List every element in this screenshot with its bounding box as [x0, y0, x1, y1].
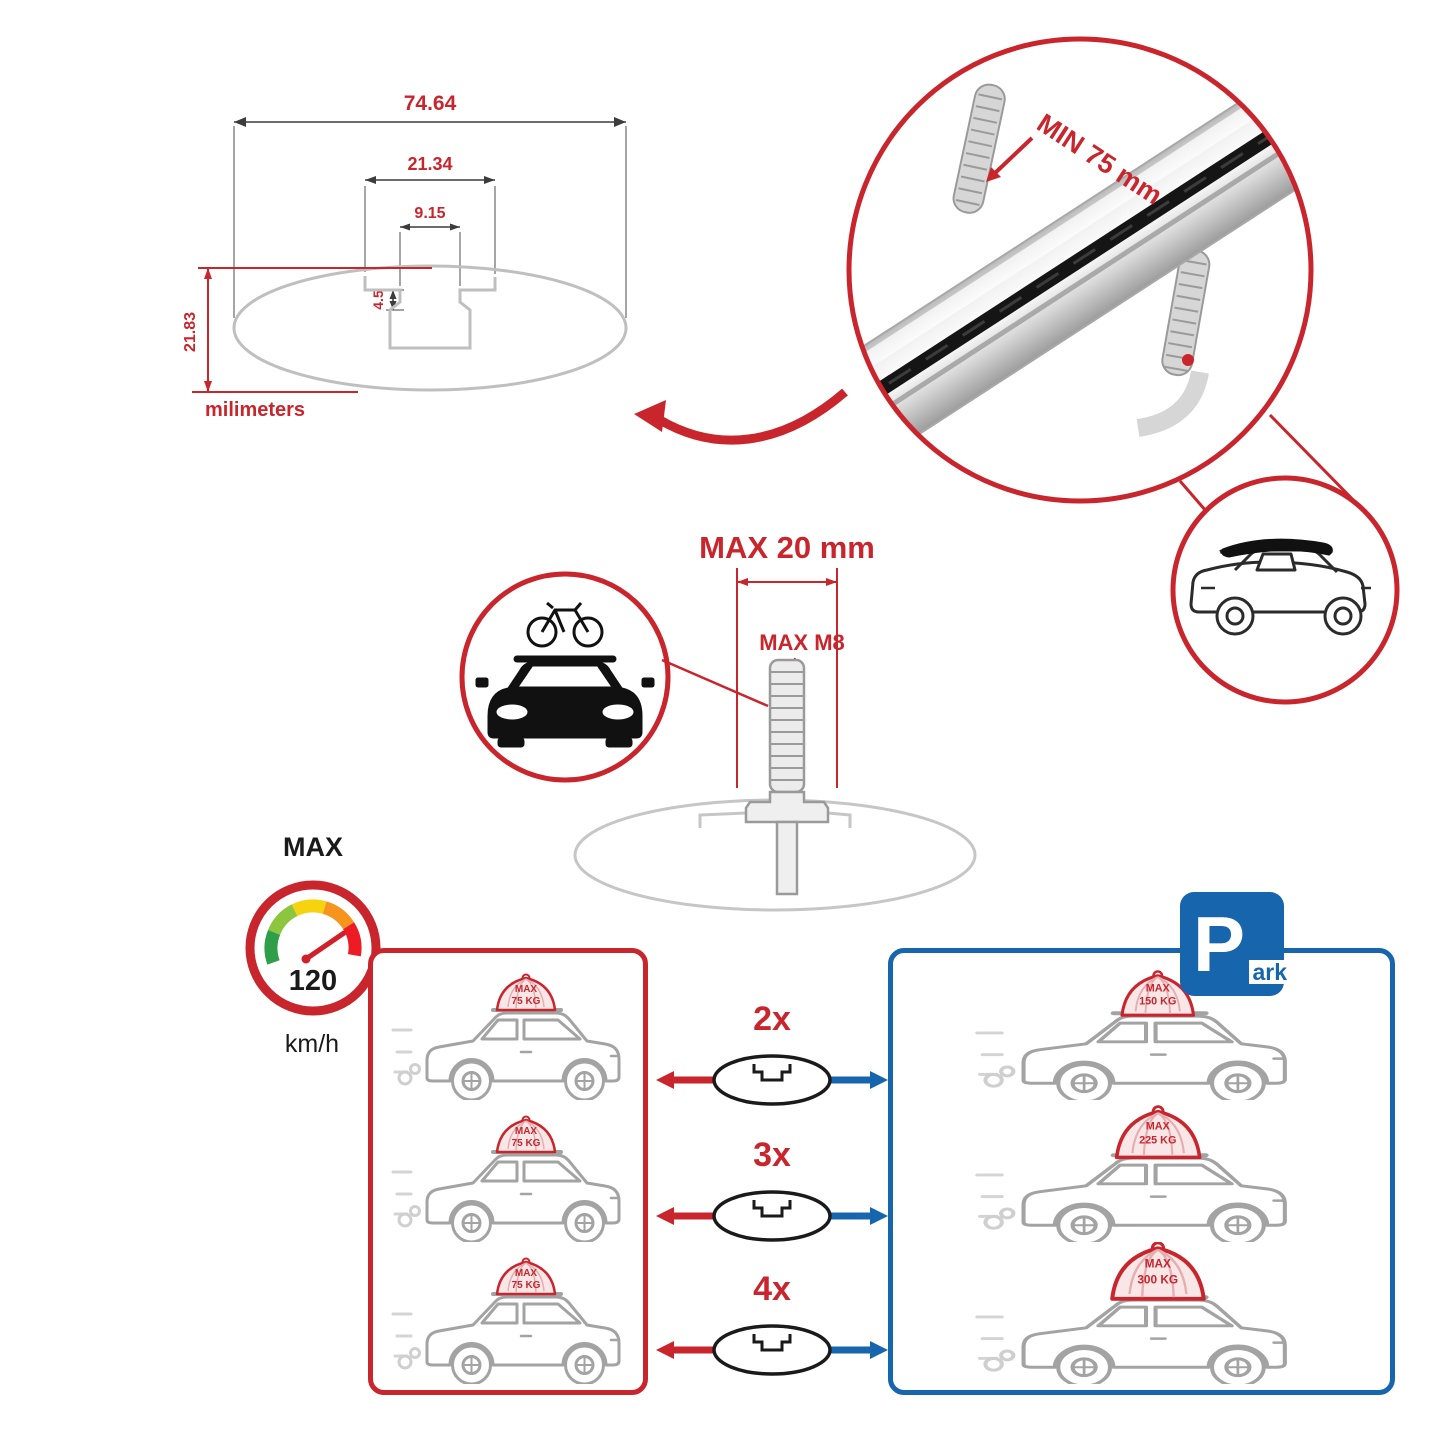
cargo-load-label: 150 KG — [1139, 995, 1176, 1007]
crossbar-detail-circle: MIN 75 mm — [846, 36, 1314, 504]
right-arrowhead — [870, 1341, 888, 1359]
speed-max-label: MAX — [283, 832, 343, 862]
bolt-diagram: MAX 20 mm MAX M8 — [459, 530, 977, 912]
max-length-dim-lines — [736, 568, 838, 788]
speed-unit-label: km/h — [284, 1030, 340, 1058]
crossbar-illustration: MIN 75 mm — [849, 47, 1311, 484]
dim-total-width-label: 74.64 — [404, 92, 457, 115]
park-sign-ark: ark — [1249, 960, 1290, 984]
cargo-max-label: MAX — [515, 1268, 538, 1279]
suv-roofbox-circle — [1170, 475, 1400, 705]
right-capacity-panel: MAX 150 KG MAX 225 KG MAX 300 KG — [888, 948, 1395, 1395]
left-arrowhead — [656, 1207, 674, 1225]
cargo-max-label: MAX — [1146, 983, 1171, 995]
car-row: MAX 75 KG — [391, 973, 621, 1100]
right-arrowhead — [870, 1071, 888, 1089]
threaded-bolt — [744, 658, 830, 896]
left-arrowhead — [656, 1341, 674, 1359]
car-front-with-bike-icon — [475, 601, 655, 748]
zoom-arrow-curve — [657, 388, 848, 445]
left-arrowhead — [656, 1071, 674, 1089]
max-thread-label: MAX M8 — [759, 630, 845, 655]
unit-label: milimeters — [205, 399, 305, 421]
speedometer: 120 — [245, 880, 381, 1016]
park-sign: P ark — [1180, 892, 1290, 996]
car-row: MAX 150 KG — [905, 969, 1375, 1100]
car-row: MAX 225 KG — [905, 1104, 1375, 1242]
multiplier-row-3x: 3x — [656, 1136, 888, 1242]
park-sign-p: P — [1192, 900, 1246, 988]
crossbar-profile-outline — [232, 264, 628, 392]
min-clamp-arrowhead — [986, 167, 1001, 182]
speedometer-arc — [264, 899, 362, 965]
bike-circle-leader-line — [661, 658, 769, 708]
cargo-load-label: 75 KG — [512, 1138, 541, 1149]
multiplier-label: 3x — [753, 1136, 791, 1174]
clamp-rod-rear — [952, 83, 1006, 214]
cargo-max-label: MAX — [515, 984, 538, 995]
speedometer-needle — [303, 930, 347, 962]
cargo-load-label: 225 KG — [1139, 1134, 1176, 1146]
dim-lip-depth-label: 4.5 — [370, 290, 386, 310]
car-row: MAX 300 KG — [905, 1242, 1375, 1384]
dimension-extension-lines — [233, 126, 627, 318]
multiplier-label: 4x — [753, 1270, 791, 1308]
dim-outer-channel-label: 21.34 — [407, 154, 452, 174]
cargo-load-label: 300 KG — [1137, 1272, 1178, 1286]
multiplier-row-4x: 4x — [656, 1270, 888, 1376]
cargo-max-label: MAX — [1145, 1257, 1171, 1271]
cargo-max-label: MAX — [1146, 1121, 1171, 1133]
min-clamp-arrow-line — [992, 136, 1034, 176]
t-slot-channel-outline — [363, 276, 497, 350]
cargo-load-label: 75 KG — [512, 1280, 541, 1291]
aluminium-bar — [849, 47, 1311, 484]
dim-height-lines — [192, 267, 432, 393]
clamp-rod-front — [1161, 249, 1211, 377]
bike-car-circle — [459, 571, 769, 783]
right-arrowhead — [870, 1207, 888, 1225]
multiplier-label: 2x — [753, 1000, 791, 1038]
car-row: MAX 75 KG — [391, 1115, 621, 1242]
profile-channel-ghost — [698, 811, 852, 828]
suv-roofbox-illustration — [1189, 538, 1371, 636]
car-row: MAX 75 KG — [391, 1257, 621, 1384]
clamp-hook — [1136, 370, 1209, 437]
cargo-load-label: 75 KG — [512, 996, 541, 1007]
dim-inner-channel-label: 9.15 — [414, 205, 445, 222]
multiplier-row-2x: 2x — [656, 1000, 888, 1106]
profile-dimension-diagram: 74.64 21.34 9.15 4.5 21.83 milimeters — [182, 92, 628, 421]
cargo-max-label: MAX — [515, 1126, 538, 1137]
speed-value: 120 — [289, 965, 337, 997]
detail-circle-ring — [846, 36, 1314, 504]
left-capacity-panel: MAX 75 KG MAX 75 KG MAX 75 KG — [368, 948, 648, 1395]
dim-total-height-label: 21.83 — [182, 312, 199, 352]
max-length-label: MAX 20 mm — [699, 530, 875, 565]
attachment-point-dot — [1182, 354, 1194, 366]
